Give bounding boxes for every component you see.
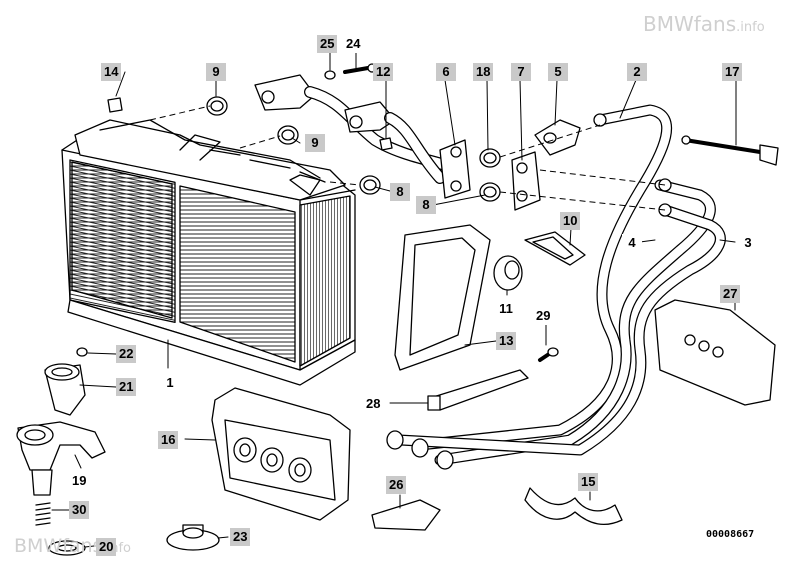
callout-5: 5 xyxy=(548,63,568,81)
watermark-top: BMWfans.info xyxy=(643,12,765,36)
callout-24: 24 xyxy=(343,35,364,53)
callout-16: 16 xyxy=(158,431,179,449)
callout-10: 10 xyxy=(560,212,581,230)
callout-6: 6 xyxy=(436,63,456,81)
callout-14: 14 xyxy=(101,63,122,81)
callout-26: 26 xyxy=(386,476,407,494)
callout-2: 2 xyxy=(627,63,647,81)
watermark-top-suffix: .info xyxy=(736,20,765,35)
callout-27: 27 xyxy=(720,285,741,303)
callout-1: 1 xyxy=(160,374,180,392)
callout-29: 29 xyxy=(533,307,554,325)
callout-12: 12 xyxy=(373,63,394,81)
callout-7: 7 xyxy=(511,63,531,81)
callout-13: 13 xyxy=(496,332,517,350)
callout-17: 17 xyxy=(722,63,743,81)
callout-23: 23 xyxy=(230,528,251,546)
callout-11: 11 xyxy=(496,300,516,318)
callout-19: 19 xyxy=(69,472,90,490)
connecting-pipes xyxy=(254,74,471,199)
callout-8-upper: 8 xyxy=(390,183,410,201)
pipes-2-3-4 xyxy=(386,104,726,470)
callout-9-upper: 9 xyxy=(206,63,226,81)
callout-30: 30 xyxy=(69,501,90,519)
callout-9-lower: 9 xyxy=(305,134,325,152)
callout-25: 25 xyxy=(317,35,338,53)
callout-15: 15 xyxy=(578,473,599,491)
callout-28: 28 xyxy=(363,395,384,413)
callout-4: 4 xyxy=(622,234,642,252)
heater-core xyxy=(61,119,356,386)
callout-21: 21 xyxy=(116,378,137,396)
watermark-top-text: BMWfans xyxy=(643,12,737,36)
callout-22: 22 xyxy=(116,345,137,363)
callout-3: 3 xyxy=(738,234,758,252)
callout-20: 20 xyxy=(96,538,117,556)
diagram-part-number: 00008667 xyxy=(706,529,755,540)
callout-8-lower: 8 xyxy=(416,196,436,214)
callout-18: 18 xyxy=(473,63,494,81)
watermark-bottom-text: BMWfans xyxy=(14,535,103,557)
